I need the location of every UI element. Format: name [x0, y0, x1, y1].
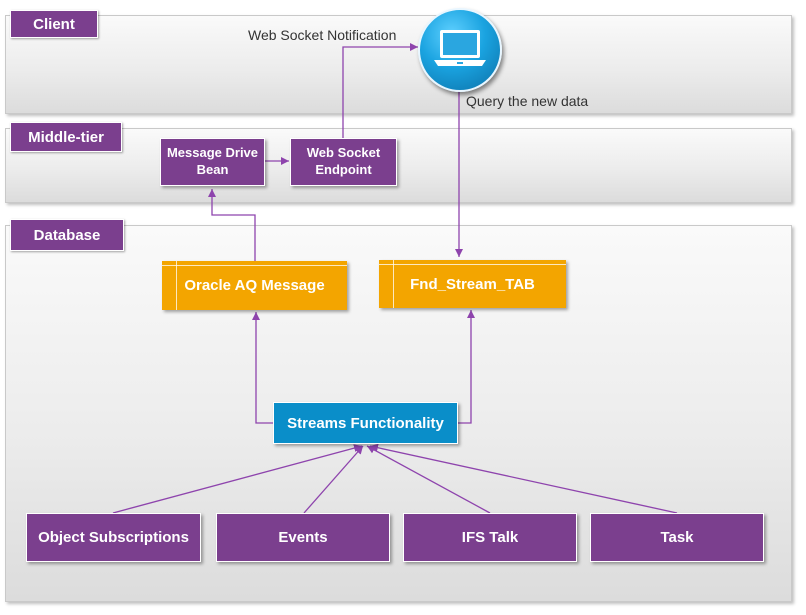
- object-subscriptions-box: Object Subscriptions: [26, 513, 201, 562]
- middle-tier: [5, 128, 792, 203]
- task-box: Task: [590, 513, 764, 562]
- fnd-stream-tab-box: Fnd_Stream_TAB: [379, 260, 566, 308]
- events-box: Events: [216, 513, 390, 562]
- ifs-talk-box: IFS Talk: [403, 513, 577, 562]
- mdb-line-1: Message Drive: [166, 145, 259, 161]
- ws-line-2: Endpoint: [315, 162, 372, 177]
- ifs-talk-label: IFS Talk: [461, 528, 519, 546]
- fnd-stream-tab-label: Fnd_Stream_TAB: [410, 275, 535, 293]
- query-label: Query the new data: [466, 93, 589, 109]
- message-drive-bean-box: Message Drive Bean: [160, 138, 265, 186]
- mdb-line-2: Bean: [196, 162, 229, 177]
- middle-tier-label: Middle-tier: [10, 122, 122, 152]
- laptop-icon: [434, 30, 486, 66]
- database-tier-label: Database: [10, 219, 124, 251]
- ws-line-1: Web Socket: [306, 145, 381, 161]
- client-tier-label: Client: [10, 10, 98, 38]
- oracle-aq-message-box: Oracle AQ Message: [162, 261, 347, 310]
- client-icon-circle: [418, 8, 502, 92]
- streams-functionality-box: Streams Functionality: [273, 402, 458, 444]
- web-socket-endpoint-box: Web Socket Endpoint: [290, 138, 397, 186]
- task-label: Task: [660, 528, 694, 546]
- object-subscriptions-label: Object Subscriptions: [38, 528, 189, 546]
- ws-notification-label: Web Socket Notification: [248, 27, 397, 43]
- client-tier: [5, 15, 792, 114]
- events-label: Events: [278, 528, 328, 546]
- streams-functionality-label: Streams Functionality: [287, 414, 444, 432]
- oracle-aq-message-label: Oracle AQ Message: [184, 277, 325, 294]
